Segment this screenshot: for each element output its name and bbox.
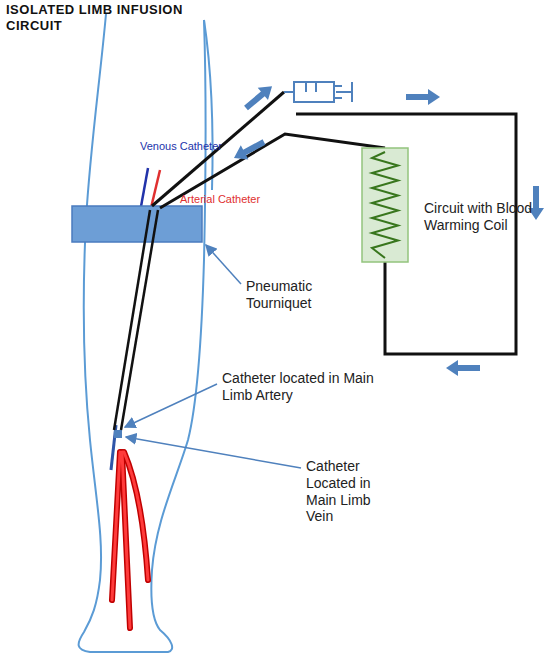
syringe [284,82,352,102]
flow-arrows [230,80,544,376]
catheter-lines [114,210,158,430]
artery-catheter-label: Catheter located in Main Limb Artery [222,370,392,404]
leg-outline [79,14,213,652]
arterial-catheter-label: Arterial Catheter [180,193,290,206]
artery-branches [112,452,148,628]
artery-branches-inner [112,452,148,628]
catheter-tip [114,430,122,438]
warming-coil [372,152,398,258]
diagram-title: ISOLATED LIMB INFUSION CIRCUIT [6,2,206,33]
venous-catheter-label: Venous Catheter [140,140,250,153]
warming-coil-label: Circuit with Blood Warming Coil [424,200,534,234]
warming-coil-box [362,148,408,262]
pneumatic-tourniquet [72,206,202,242]
vein-catheter-label: Catheter Located in Main Limb Vein [306,458,398,525]
tourniquet-label: Pneumatic Tourniquet [246,278,366,312]
